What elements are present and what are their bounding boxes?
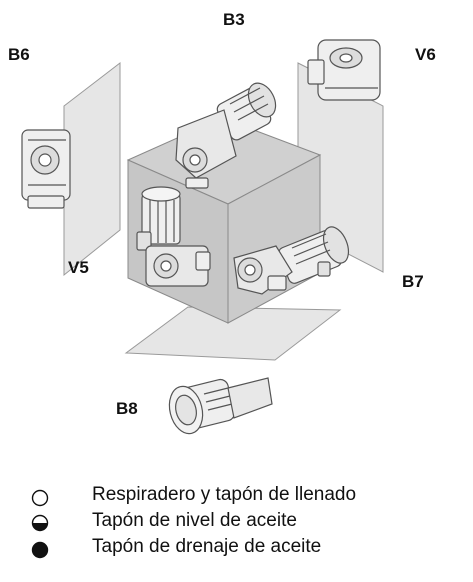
gearmotor-b8	[168, 377, 273, 435]
legend-item	[28, 512, 60, 534]
legend-text-drain: Tapón de drenaje de aceite	[92, 536, 322, 557]
legend-item	[28, 539, 60, 561]
legend-text-level: Tapón de nivel de aceite	[92, 510, 297, 531]
gearmotor-b6	[21, 129, 71, 209]
half-filled-circle-icon	[31, 514, 49, 532]
filled-circle-icon	[31, 541, 49, 559]
label-b3: B3	[223, 10, 245, 29]
label-b6: B6	[8, 45, 30, 64]
gearmotor-v6	[307, 39, 381, 101]
label-v6: V6	[415, 45, 436, 64]
label-b7: B7	[402, 272, 424, 291]
legend-item	[28, 487, 60, 509]
open-circle-icon	[31, 489, 49, 507]
panel-b6	[63, 61, 121, 277]
panel-b8	[124, 306, 342, 361]
label-b8: B8	[116, 399, 138, 418]
gearmotor-b3	[175, 82, 277, 189]
gearmotor-b7	[233, 226, 350, 295]
legend-text-breather: Respiradero y tapón de llenado	[92, 484, 357, 505]
gearmotor-v5	[136, 186, 211, 287]
label-v5: V5	[68, 258, 89, 277]
